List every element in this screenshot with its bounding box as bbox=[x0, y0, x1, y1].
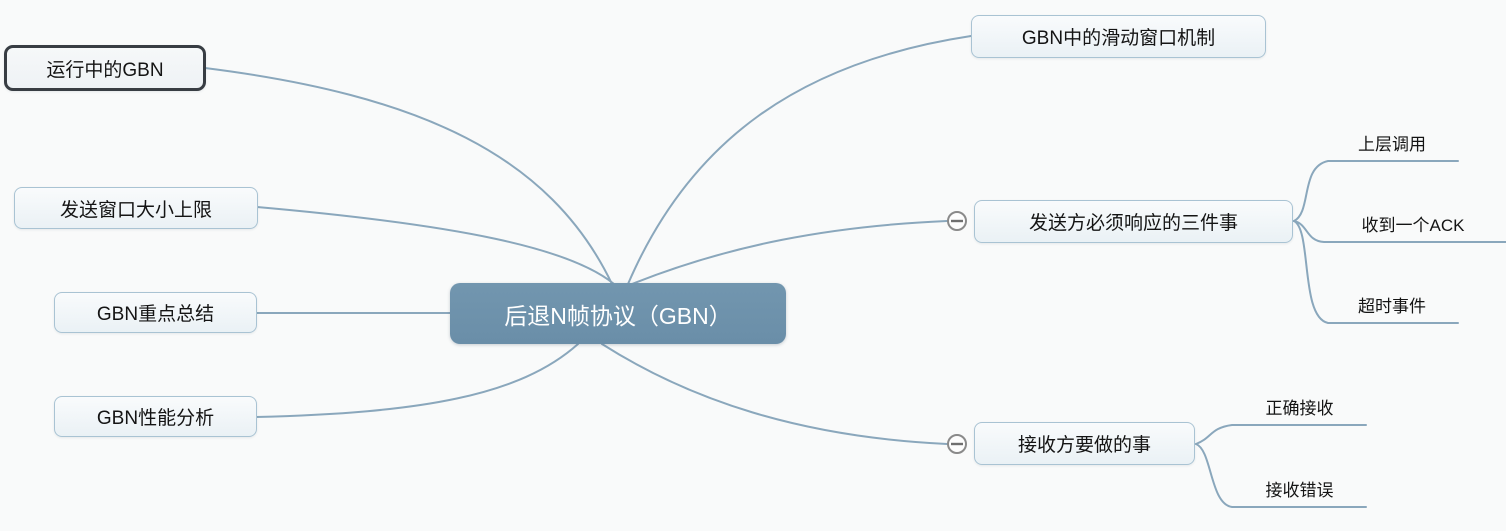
collapse-button-sender-events[interactable] bbox=[947, 211, 967, 231]
connector-timeout-event bbox=[1293, 220, 1459, 324]
topic-sender-events[interactable]: 发送方必须响应的三件事 bbox=[974, 200, 1293, 243]
connector-receive-ack bbox=[1293, 220, 1506, 243]
collapse-button-receiver-tasks[interactable] bbox=[947, 434, 967, 454]
subtopic-receive-error[interactable]: 接收错误 bbox=[1265, 481, 1334, 500]
branch-curves bbox=[204, 35, 1506, 508]
connector-send-window-limit bbox=[256, 206, 615, 285]
connector-running-gbn bbox=[204, 67, 613, 285]
root-topic[interactable]: 后退N帧协议（GBN） bbox=[450, 283, 786, 344]
subtopic-upper-layer-call[interactable]: 上层调用 bbox=[1358, 135, 1426, 154]
topic-gbn-performance[interactable]: GBN性能分析 bbox=[54, 396, 257, 437]
topic-send-window-limit[interactable]: 发送窗口大小上限 bbox=[14, 187, 258, 229]
connector-receiver-tasks bbox=[601, 343, 948, 445]
connector-sender-events bbox=[631, 220, 948, 285]
topic-sliding-window[interactable]: GBN中的滑动窗口机制 bbox=[971, 15, 1266, 58]
connector-gbn-performance bbox=[255, 343, 579, 418]
topic-receiver-tasks[interactable]: 接收方要做的事 bbox=[974, 422, 1195, 465]
connector-correct-receive bbox=[1195, 424, 1367, 445]
connector-receive-error bbox=[1195, 443, 1367, 508]
subtopic-receive-ack[interactable]: 收到一个ACK bbox=[1361, 216, 1465, 235]
subtopic-timeout-event[interactable]: 超时事件 bbox=[1358, 297, 1426, 316]
subtopic-correct-receive[interactable]: 正确接收 bbox=[1265, 399, 1334, 418]
connector-upper-layer-call bbox=[1293, 160, 1459, 222]
topic-gbn-summary[interactable]: GBN重点总结 bbox=[54, 292, 257, 333]
connector-sliding-window bbox=[627, 35, 972, 285]
topic-running-gbn[interactable]: 运行中的GBN bbox=[4, 45, 206, 91]
